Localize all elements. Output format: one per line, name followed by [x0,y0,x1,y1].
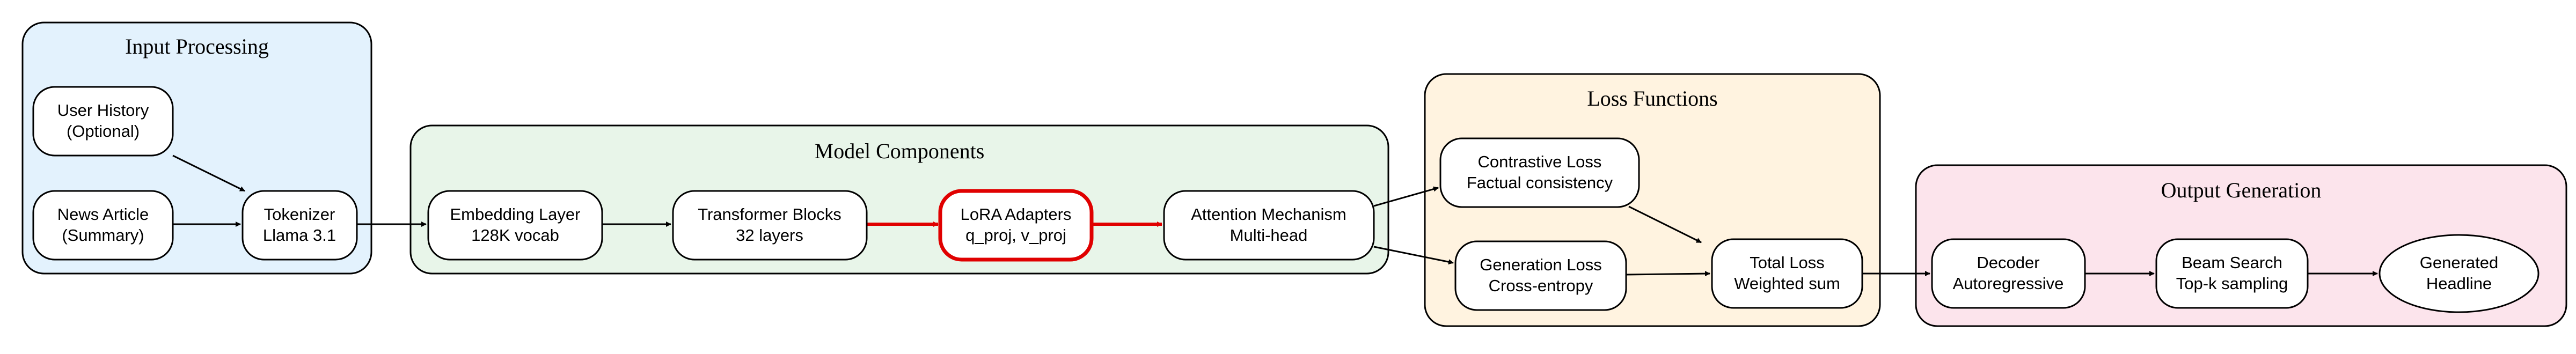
node-sublabel: Multi-head [1230,226,1308,245]
edge-userhistory-tokenizer [172,154,245,192]
edge-generation-totalloss [1626,271,1710,277]
node-beam-search-box [2155,238,2309,309]
edge-attention-generation [1373,246,1454,265]
node-sublabel: Factual consistency [1467,173,1613,192]
edge-attention-contrastive [1373,186,1439,207]
node-label: Beam Search [2182,253,2282,272]
node-total-loss[interactable]: Total Loss Weighted sum [1711,238,1863,309]
node-sublabel: Top-k sampling [2176,274,2288,293]
cluster-model-title: Model Components [815,139,985,163]
edges [172,154,2378,277]
node-label: User History [57,101,149,120]
node-sublabel: Autoregressive [1953,274,2064,293]
node-sublabel: Weighted sum [1734,274,1840,293]
node-sublabel: 32 layers [736,226,803,245]
node-attention-mechanism[interactable]: Attention Mechanism Multi-head [1163,190,1375,261]
cluster-model-components: Model Components [409,124,1389,275]
node-label: Transformer Blocks [698,205,841,224]
node-transformer-blocks[interactable]: Transformer Blocks 32 layers [672,190,868,261]
node-label: Generation Loss [1480,255,1601,274]
cluster-output-title: Output Generation [2161,178,2322,202]
node-news-article[interactable]: News Article (Summary) [32,190,174,261]
node-label: Generated [2420,253,2499,272]
node-label: LoRA Adapters [961,205,1072,224]
node-beam-search[interactable]: Beam Search Top-k sampling [2155,238,2309,309]
node-sublabel: 128K vocab [471,226,559,245]
node-sublabel: (Optional) [67,122,140,141]
node-embedding-layer[interactable]: Embedding Layer 128K vocab [427,190,603,261]
cluster-input-title: Input Processing [125,34,269,58]
node-label: Total Loss [1750,253,1825,272]
node-news-article-box [32,190,174,261]
node-sublabel: q_proj, v_proj [965,226,1066,245]
node-tokenizer-box [241,190,358,261]
node-sublabel: Cross-entropy [1489,276,1593,295]
node-lora-adapters-box [938,189,1094,262]
node-transformer-blocks-box [672,190,868,261]
node-label: Embedding Layer [450,205,581,224]
node-label: News Article [57,205,149,224]
cluster-loss-title: Loss Functions [1587,86,1717,110]
node-label: Tokenizer [264,205,335,224]
cluster-model-box [409,124,1389,275]
node-generated-headline-ellipse [2379,234,2540,313]
node-user-history-box [32,86,174,157]
node-user-history[interactable]: User History (Optional) [32,86,174,157]
node-generation-loss-box [1454,240,1627,311]
edge-contrastive-totalloss [1628,205,1702,244]
node-embedding-layer-box [427,190,603,261]
node-decoder-box [1931,238,2086,309]
node-tokenizer[interactable]: Tokenizer Llama 3.1 [241,190,358,261]
node-label: Contrastive Loss [1478,152,1602,171]
node-sublabel: Llama 3.1 [263,226,336,245]
node-generation-loss[interactable]: Generation Loss Cross-entropy [1454,240,1627,311]
node-contrastive-loss-box [1439,137,1640,208]
node-decoder[interactable]: Decoder Autoregressive [1931,238,2086,309]
node-label: Decoder [1977,253,2039,272]
node-sublabel: (Summary) [62,226,144,245]
node-contrastive-loss[interactable]: Contrastive Loss Factual consistency [1439,137,1640,208]
node-generated-headline[interactable]: Generated Headline [2379,234,2540,313]
node-label: Attention Mechanism [1191,205,1346,224]
node-sublabel: Headline [2426,274,2492,293]
node-lora-adapters[interactable]: LoRA Adapters q_proj, v_proj [938,189,1094,262]
node-attention-mechanism-box [1163,190,1375,261]
node-total-loss-box [1711,238,1863,309]
